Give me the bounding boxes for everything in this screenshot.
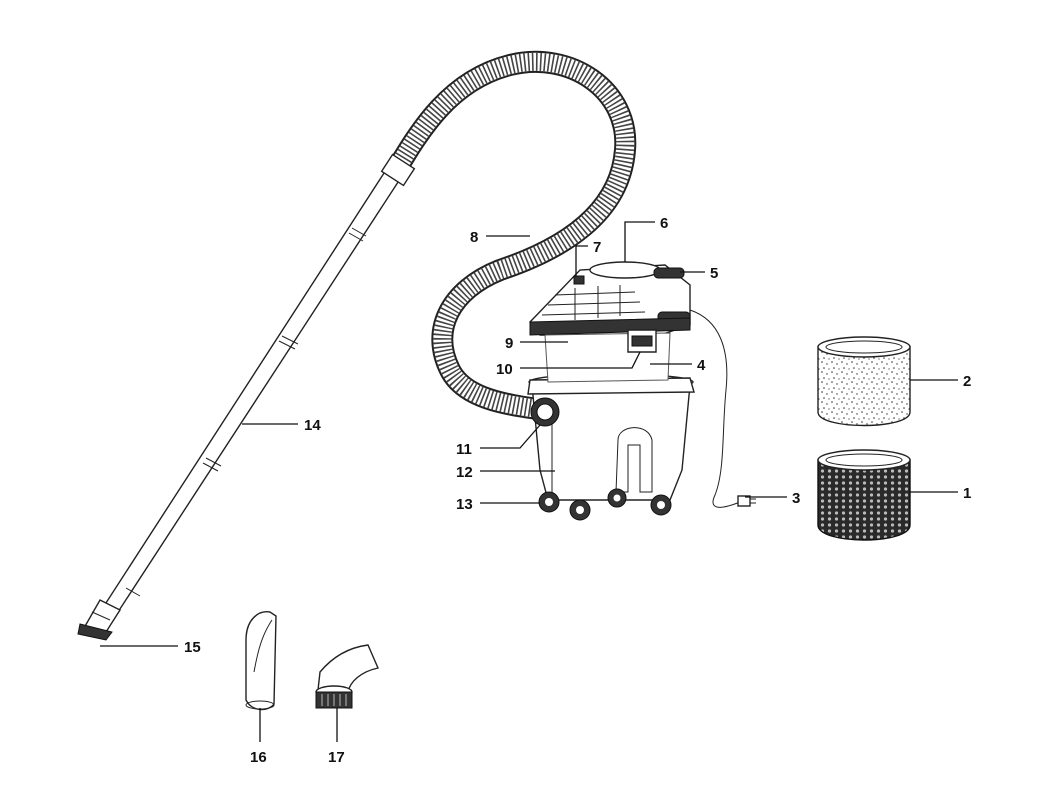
callout-15: 15 bbox=[184, 639, 201, 656]
callout-6: 6 bbox=[660, 215, 668, 232]
callout-3: 3 bbox=[792, 490, 800, 507]
leader-7 bbox=[575, 245, 588, 276]
collection-drum bbox=[527, 373, 695, 501]
leader-11 bbox=[480, 424, 541, 449]
callout-9: 9 bbox=[505, 335, 513, 352]
latch bbox=[627, 329, 657, 353]
casters bbox=[538, 488, 672, 521]
callout-4: 4 bbox=[697, 357, 706, 374]
callout-12: 12 bbox=[456, 464, 473, 481]
leader-10 bbox=[520, 351, 641, 369]
callout-7: 7 bbox=[593, 239, 601, 256]
crevice-tool bbox=[245, 611, 277, 711]
callout-13: 13 bbox=[456, 496, 473, 513]
callout-16: 16 bbox=[250, 749, 267, 766]
callout-11: 11 bbox=[456, 441, 472, 458]
callout-10: 10 bbox=[496, 361, 513, 378]
callout-labels: 1 2 3 4 5 6 7 8 9 10 11 12 13 14 15 16 1… bbox=[184, 215, 971, 766]
callout-14: 14 bbox=[304, 417, 321, 434]
callout-2: 2 bbox=[963, 373, 971, 390]
leader-6 bbox=[624, 221, 655, 262]
power-head bbox=[529, 261, 691, 336]
cartridge-filter bbox=[817, 449, 911, 541]
callout-5: 5 bbox=[710, 265, 718, 282]
elbow-adapter bbox=[315, 644, 379, 709]
hose bbox=[384, 50, 637, 421]
hose-inlet bbox=[530, 397, 560, 427]
power-cord bbox=[689, 309, 756, 508]
callout-17: 17 bbox=[328, 749, 345, 766]
extension-wand bbox=[102, 153, 416, 613]
callout-8: 8 bbox=[470, 229, 478, 246]
callout-1: 1 bbox=[963, 485, 971, 502]
utility-nozzle bbox=[77, 599, 122, 641]
foam-filter bbox=[817, 336, 911, 427]
leader-lines bbox=[100, 221, 958, 742]
